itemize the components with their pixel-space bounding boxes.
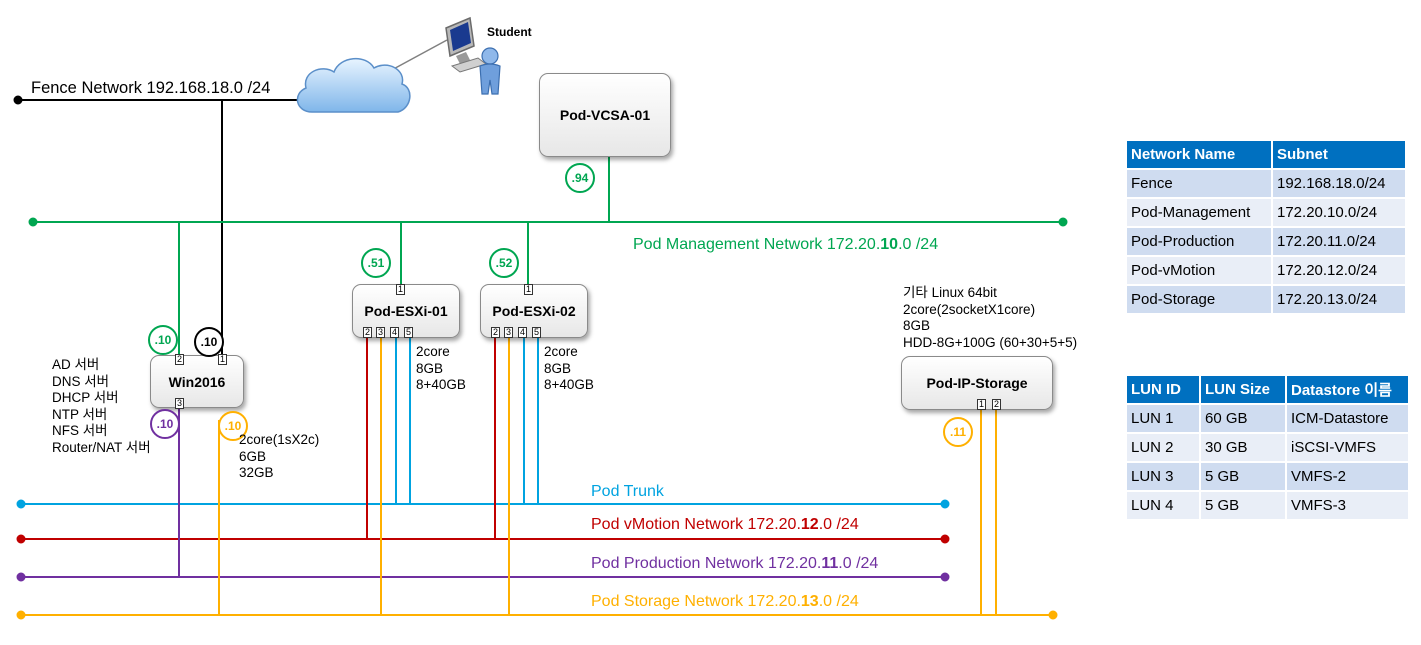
win2016-node[interactable]: Win2016 2 1 3 [150, 354, 244, 409]
esxi1-spec: 2core 8GB 8+40GB [416, 344, 466, 392]
win2016-port: 1 [218, 354, 227, 365]
ip-storage-port: 1 [977, 399, 986, 410]
esxi2-label: Pod-ESXi-02 [492, 303, 576, 319]
esxi2-node[interactable]: Pod-ESXi-02 1 2 3 4 5 [480, 284, 588, 338]
win2016-label: Win2016 [168, 373, 226, 390]
vcsa-ip-badge: .94 [565, 163, 595, 193]
win2016-spec: 2core(1sX2c) 6GB 32GB [239, 432, 320, 480]
storage-network-label: Pod Storage Network 172.20.13.0 /24 [591, 593, 859, 610]
esxi1-port: 3 [376, 327, 385, 338]
lun-table-header: Datastore 이름 [1285, 374, 1410, 405]
vmotion-network-label: Pod vMotion Network 172.20.12.0 /24 [591, 516, 859, 533]
esxi2-port: 2 [491, 327, 500, 338]
ip-storage-ip-badge: .11 [943, 417, 973, 447]
win2016-fence-ip-badge: .10 [194, 327, 224, 357]
cloud-link-line [387, 39, 448, 73]
win2016-production-ip-badge: .10 [150, 409, 180, 439]
vcsa-label: Pod-VCSA-01 [559, 107, 651, 123]
trunk-network-label: Pod Trunk [591, 483, 664, 500]
esxi1-node[interactable]: Pod-ESXi-01 1 2 3 4 5 [352, 284, 460, 338]
management-network-line [28, 157, 1068, 355]
network-table-header: Subnet [1271, 139, 1407, 170]
esxi2-port: 3 [504, 327, 513, 338]
vcsa-node[interactable]: Pod-VCSA-01 [539, 73, 671, 157]
trunk-network-line [16, 338, 950, 509]
production-network-label: Pod Production Network 172.20.11.0 /24 [591, 555, 879, 572]
network-table-header: Network Name [1125, 139, 1273, 170]
esxi2-port: 1 [524, 284, 533, 295]
esxi1-ip-badge: .51 [361, 248, 391, 278]
ip-storage-label: Pod-IP-Storage [926, 375, 1028, 391]
storage-network-line [16, 338, 1058, 620]
win2016-port: 2 [175, 354, 184, 365]
fence-network-label: Fence Network 192.168.18.0 /24 [31, 79, 271, 97]
ip-storage-node[interactable]: Pod-IP-Storage 1 2 [901, 356, 1053, 410]
production-network-line [16, 408, 950, 582]
fence-network-line [13, 95, 330, 355]
esxi1-port: 1 [396, 284, 405, 295]
esxi2-port: 5 [532, 327, 541, 338]
esxi2-port: 4 [518, 327, 527, 338]
ip-storage-port: 2 [992, 399, 1001, 410]
win2016-mgmt-ip-badge: .10 [148, 325, 178, 355]
win2016-storage-ip-badge: .10 [218, 411, 248, 441]
management-network-label: Pod Management Network 172.20.10.0 /24 [633, 236, 939, 253]
computer-icon [445, 16, 488, 73]
cloud-icon [296, 58, 411, 113]
lun-table-header: LUN Size [1199, 374, 1287, 405]
esxi2-spec: 2core 8GB 8+40GB [544, 344, 594, 392]
esxi1-port: 4 [390, 327, 399, 338]
esxi2-ip-badge: .52 [489, 248, 519, 278]
win2016-port: 3 [175, 398, 184, 409]
student-person-icon [479, 47, 501, 95]
esxi1-port: 2 [363, 327, 372, 338]
vmotion-network-line [16, 338, 950, 544]
esxi1-label: Pod-ESXi-01 [364, 303, 448, 319]
win2016-services: AD 서버 DNS 서버 DHCP 서버 NTP 서버 NFS 서버 Route… [52, 357, 151, 455]
storage-spec: 기타 Linux 64bit 2core(2socketX1core) 8GB … [903, 285, 1078, 350]
student-label: Student [487, 25, 532, 39]
lun-table-header: LUN ID [1125, 374, 1201, 405]
esxi1-port: 5 [404, 327, 413, 338]
